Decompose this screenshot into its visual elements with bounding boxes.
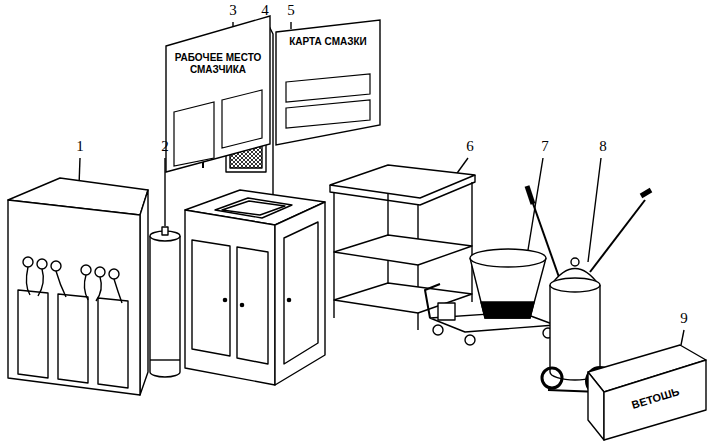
board-panel xyxy=(286,100,370,128)
board-outline xyxy=(166,16,270,172)
board-outline xyxy=(276,20,380,145)
board-panel xyxy=(222,90,262,148)
grease-cart xyxy=(425,249,555,345)
callout-number: 1 xyxy=(76,138,84,155)
oil-cabinet xyxy=(8,178,148,395)
callout-number: 5 xyxy=(287,2,295,19)
callout-number: 2 xyxy=(161,138,169,155)
wash-sink xyxy=(185,136,325,385)
callout-number: 9 xyxy=(680,310,688,327)
grease-cylinder xyxy=(150,227,180,377)
poster-board: КАРТА СМАЗКИ xyxy=(276,20,380,145)
sign-text: РАБОЧЕЕ МЕСТО СМАЗЧИКА xyxy=(166,16,270,76)
board-panel xyxy=(286,74,370,102)
board-panel xyxy=(174,102,214,166)
work-table xyxy=(330,165,475,330)
callout-number: 7 xyxy=(541,138,549,155)
poster-board: РАБОЧЕЕ МЕСТО СМАЗЧИКА xyxy=(166,16,270,172)
callout-number: 6 xyxy=(466,138,474,155)
rag-box xyxy=(588,345,706,440)
board-outline xyxy=(166,16,270,172)
callout-number: 8 xyxy=(599,138,607,155)
callout-number: 3 xyxy=(229,2,237,19)
sign-text: КАРТА СМАЗКИ xyxy=(276,20,380,48)
callout-number: 4 xyxy=(261,2,269,19)
